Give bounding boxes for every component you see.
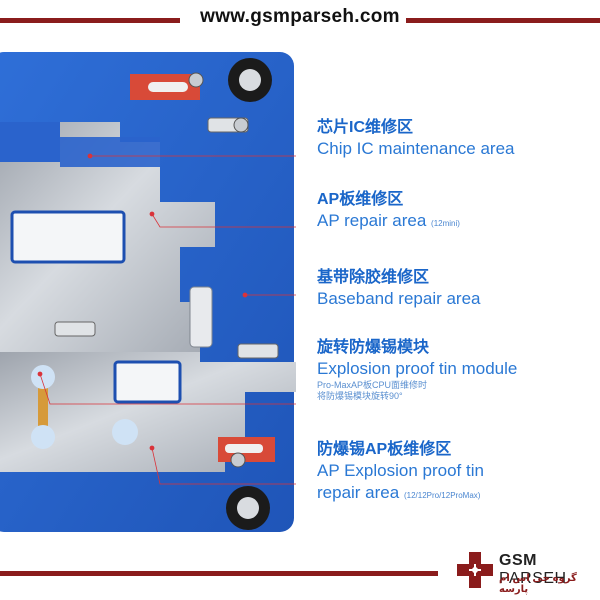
label-ap-repair: AP板维修区 AP repair area (12mini): [317, 190, 460, 235]
label-ap-explosion-zh: 防爆锡AP板维修区: [317, 441, 452, 458]
label-explosion-module-note-2: 将防爆锡模块旋转90°: [317, 391, 403, 401]
repair-fixture-image: [0, 52, 296, 532]
label-baseband: 基带除胶维修区 Baseband repair area: [317, 268, 481, 310]
label-ap-explosion-en2: repair area: [317, 483, 400, 502]
label-baseband-en: Baseband repair area: [317, 289, 481, 308]
logo-name-regular: PARSEH: [499, 570, 567, 587]
label-ap-explosion-en: AP Explosion proof tin: [317, 461, 484, 480]
site-url[interactable]: www.gsmparseh.com: [200, 6, 400, 27]
label-ap-repair-en-line: AP repair area (12mini): [317, 210, 460, 235]
logo-name-bold: GSM: [499, 552, 537, 569]
label-explosion-module-note-1: Pro-MaxAP板CPU面维修时: [317, 380, 428, 390]
header: www.gsmparseh.com: [0, 0, 600, 40]
label-explosion-module: 旋转防爆锡模块 Explosion proof tin module Pro-M…: [317, 338, 517, 402]
label-chip-ic-en: Chip IC maintenance area: [317, 139, 515, 158]
label-ap-repair-zh: AP板维修区: [317, 191, 404, 208]
label-explosion-module-en: Explosion proof tin module: [317, 359, 518, 378]
header-right-rule: [406, 18, 600, 23]
label-ap-explosion: 防爆锡AP板维修区 AP Explosion proof tin repair …: [317, 440, 484, 507]
footer-rule: [0, 571, 438, 576]
label-ap-explosion-models: (12/12Pro/12ProMax): [403, 491, 481, 500]
label-ap-explosion-en2-line: repair area (12/12Pro/12ProMax): [317, 482, 484, 507]
logo-subtitle: گروه جی اس ام پارسه: [499, 573, 577, 595]
gsm-parseh-logo: GSM PARSEH گروه جی اس ام پارسه: [455, 548, 600, 595]
label-ap-repair-model: (12mini): [431, 219, 460, 228]
logo-name: GSM PARSEH: [499, 552, 600, 588]
label-baseband-zh: 基带除胶维修区: [317, 269, 430, 286]
label-ap-repair-en: AP repair area: [317, 211, 427, 230]
label-explosion-module-zh: 旋转防爆锡模块: [317, 339, 430, 356]
cross-icon: [457, 552, 493, 588]
label-chip-ic: 芯片IC维修区 Chip IC maintenance area: [317, 118, 515, 160]
label-chip-ic-zh: 芯片IC维修区: [317, 119, 414, 136]
header-left-rule: [0, 18, 180, 23]
